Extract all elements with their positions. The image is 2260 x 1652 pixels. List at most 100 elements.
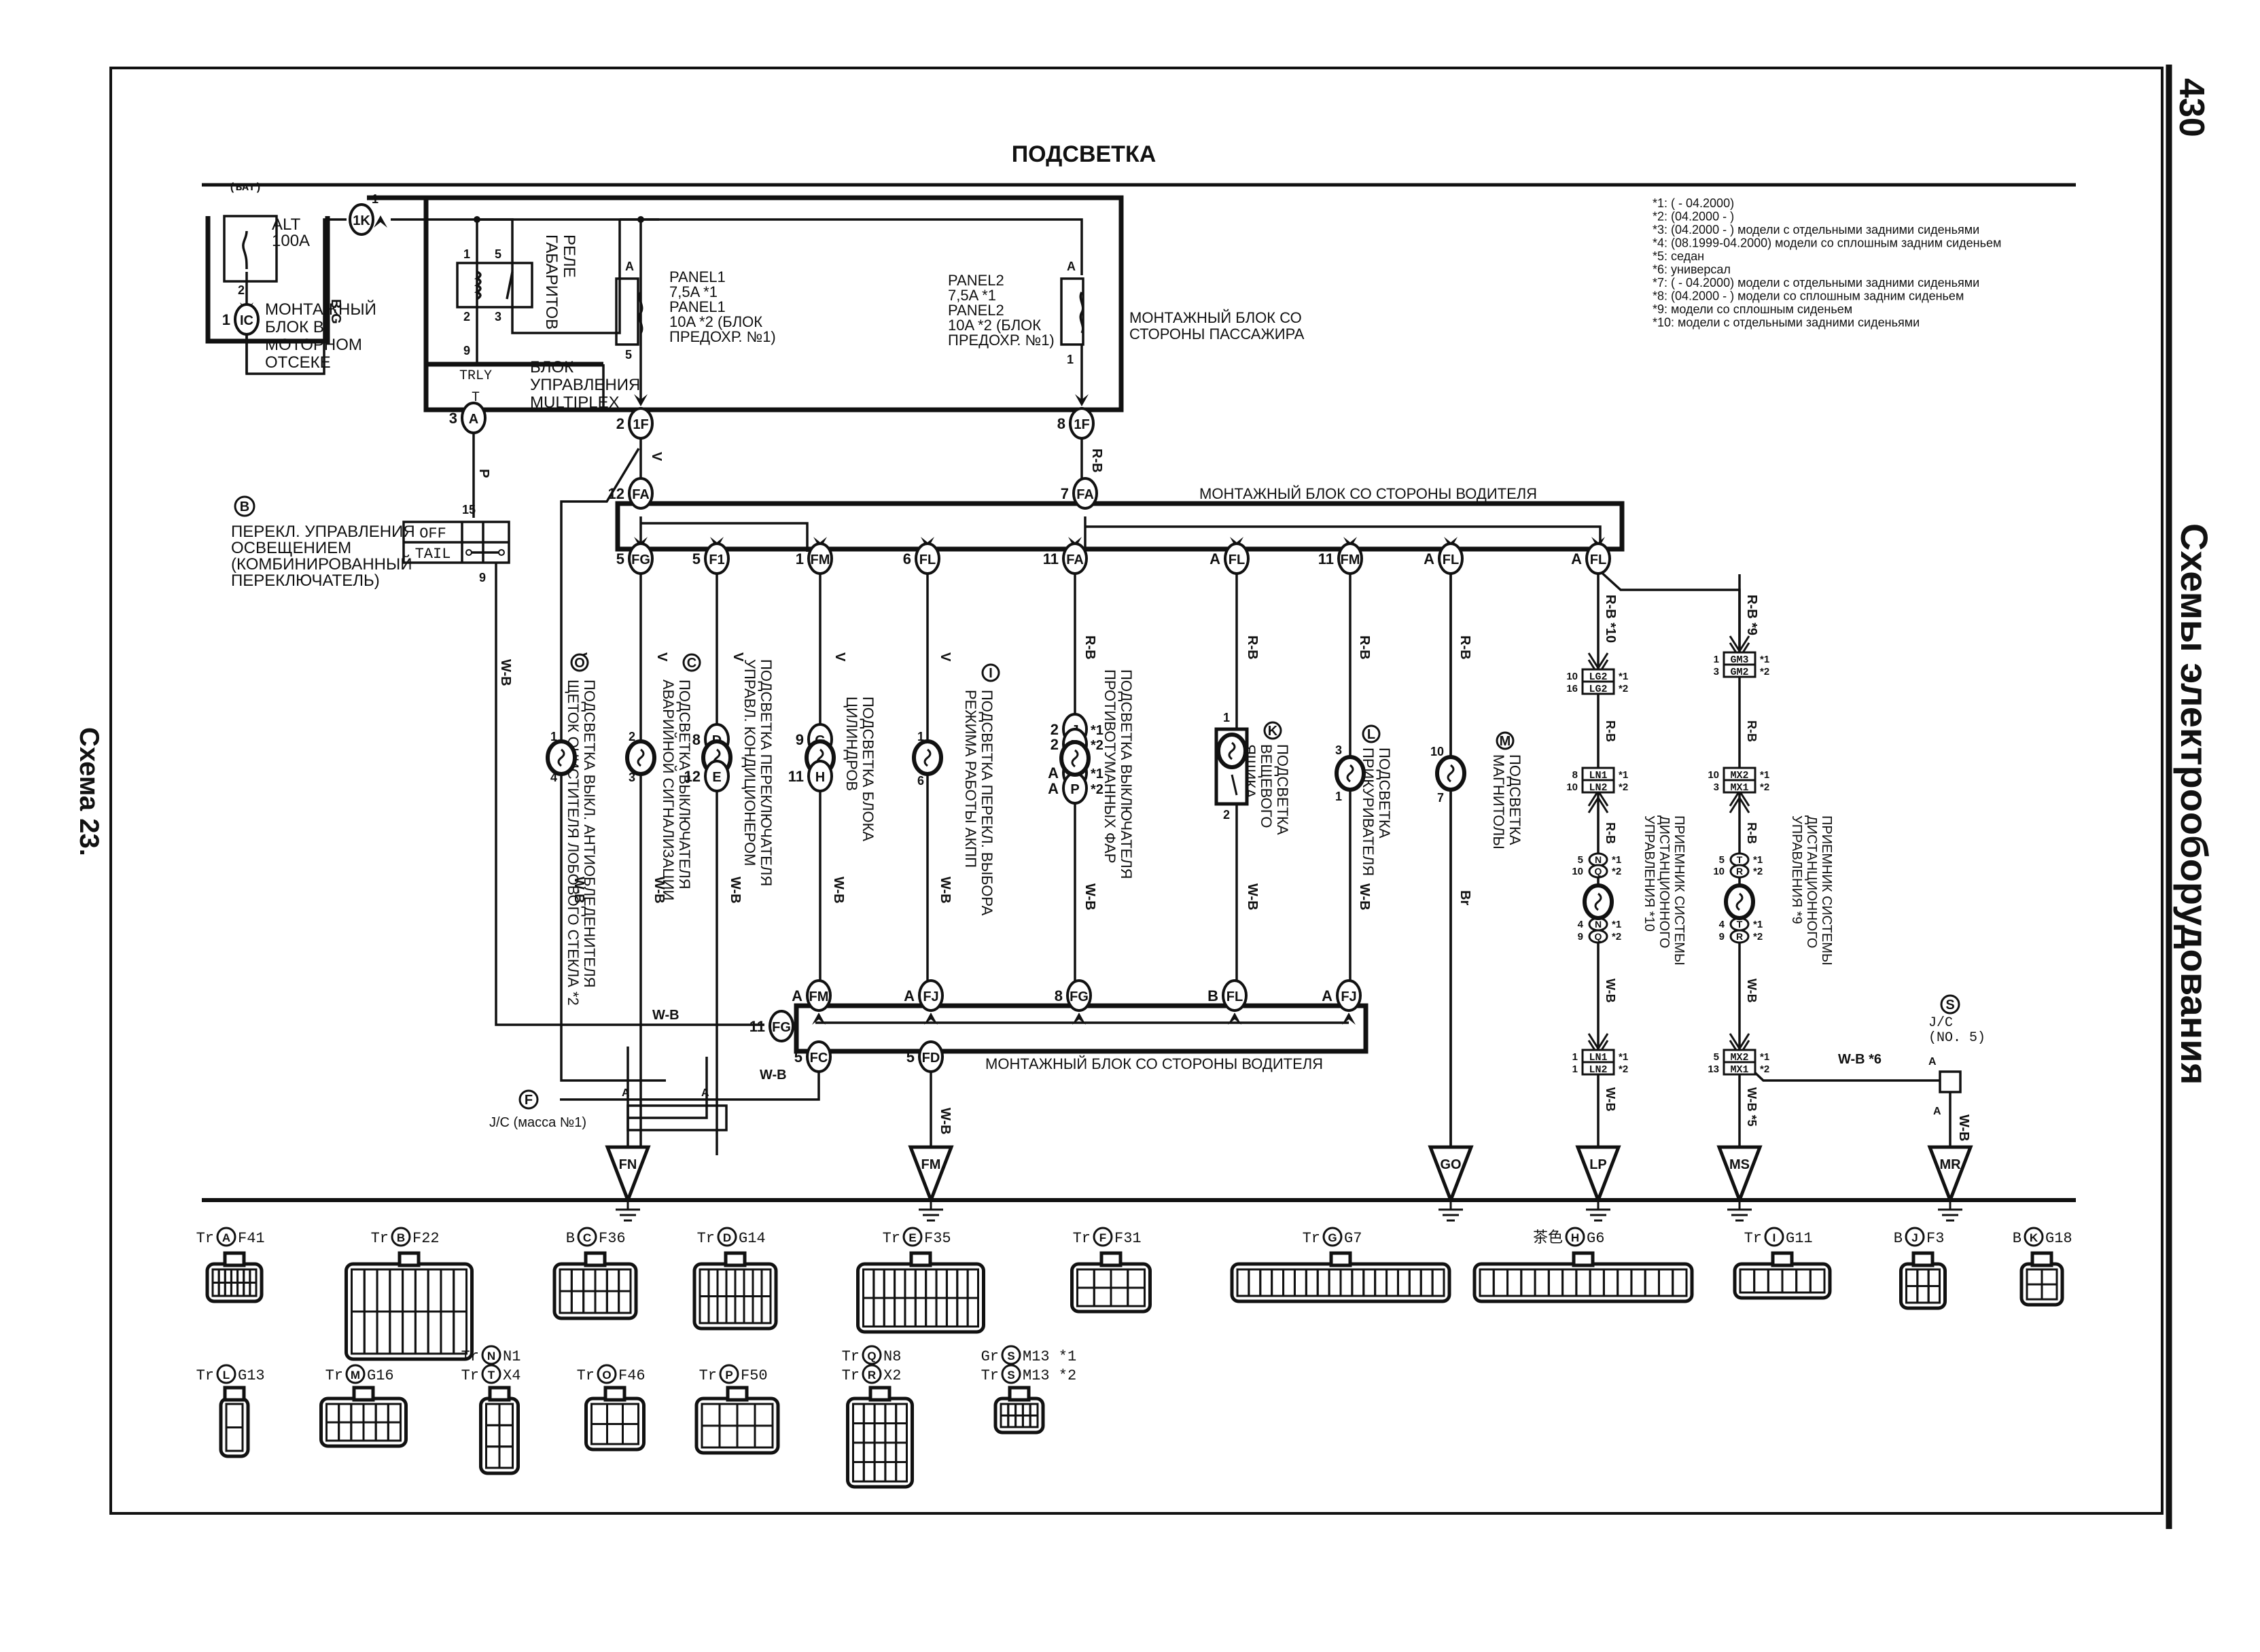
k1-connector [349, 203, 374, 236]
arrow-up-icon [812, 1013, 826, 1025]
connector-marker-letter: A [222, 1231, 230, 1244]
pin-number: 9 [796, 731, 804, 748]
connector-code: FL [1590, 552, 1606, 567]
pin-number: 11 [1318, 550, 1334, 567]
wiring [205, 195, 1962, 1155]
connector-marker [1093, 1227, 1113, 1247]
connector-latch [603, 1386, 626, 1402]
pin-number: A [1067, 260, 1076, 273]
pin-number: 13 [1708, 1064, 1719, 1075]
connector-latch [223, 1386, 246, 1402]
variant-mark: *1 [1619, 769, 1628, 781]
pin-number: 5 [495, 247, 501, 261]
pin-number: 9 [463, 344, 470, 357]
ground-code: FN [619, 1157, 637, 1172]
receiver-connector [1588, 929, 1608, 944]
connector-part-code: G7 [1344, 1230, 1362, 1247]
passenger-block-label: СТОРОНЫ ПАССАЖИРА [1129, 326, 1305, 342]
pin-number: 9 [1578, 931, 1583, 943]
pin-number: 5 [616, 550, 624, 567]
variant-mark: *2 [1612, 931, 1621, 943]
pin-number: 3 [1335, 743, 1342, 757]
connector-color: Tr [196, 1230, 214, 1247]
connector-color: Tr [196, 1367, 214, 1384]
component-marker [682, 653, 701, 672]
ground-code: MR [1939, 1157, 1961, 1172]
connector-code: P [1070, 782, 1079, 797]
connector-cavity [754, 1424, 774, 1449]
connector-latch [724, 1251, 747, 1267]
bat-label: (BAT) [229, 181, 262, 194]
footnote: *1: ( - 04.2000) [1653, 196, 1734, 210]
connector-marker [717, 1227, 737, 1247]
driver-input-connector [806, 979, 832, 1012]
lamp-filament [1228, 741, 1236, 760]
connector-code: LN1 [1589, 1052, 1607, 1064]
component-marker [1263, 721, 1282, 740]
driver-input-connector [1066, 979, 1092, 1012]
connector-marker-letter: M [351, 1369, 360, 1382]
pin-number: 7 [1437, 791, 1444, 805]
label: R-B [1082, 635, 1097, 660]
driver-output-connector [1585, 542, 1611, 575]
pin-number: 1 [222, 311, 230, 328]
connector-code: FG [631, 552, 650, 567]
pin-number: 11 [1043, 550, 1059, 567]
connector-cavity [2041, 1283, 2058, 1301]
lamp-filament [923, 748, 932, 767]
pin-number: A [1928, 1056, 1937, 1068]
connector-part-code: G16 [367, 1367, 394, 1384]
pin-number: 11 [788, 768, 804, 785]
connector-code: FG [772, 1020, 791, 1035]
connector-marker [719, 1364, 739, 1384]
jc5-label: (NO. 5) [1928, 1030, 1985, 1046]
wire-color: W-B [1604, 1087, 1617, 1112]
lamp-filament [1071, 749, 1079, 768]
sub-connector [704, 760, 730, 792]
connector-marker-letter: K [2030, 1231, 2038, 1244]
label: V [730, 652, 745, 662]
connector-color: Tr [461, 1367, 479, 1384]
connector-code: FA [1066, 552, 1084, 567]
arrow-up-icon [1228, 1013, 1241, 1025]
component-label: ПОДСВЕТКА ВЫКЛ. АНТИОБЛЕДЕНИТЕЛЯ [581, 680, 598, 987]
panel1-fuse-label: PANEL1 [669, 268, 726, 285]
connector-latch [584, 1251, 607, 1267]
component-label: ПОДСВЕТКА ПЕРЕКЛЮЧАТЕЛЯ [758, 659, 775, 886]
inline-connector [1723, 779, 1756, 794]
wire-color: B-G [328, 299, 343, 324]
switch-state-tail: TAIL [415, 546, 451, 563]
connector-marker-letter: L [223, 1369, 230, 1382]
multiplex-out-connector [461, 402, 487, 434]
lamp-filament [1735, 892, 1744, 911]
connector-marker-letter: O [602, 1369, 611, 1382]
pin-number: A [701, 1087, 709, 1099]
pin-number: 3 [629, 771, 635, 784]
wire-color: R-B [1604, 822, 1617, 844]
variant-mark: *2 [1753, 931, 1763, 943]
connector-code: FD [922, 1051, 940, 1066]
wire-color: W-B [652, 1008, 679, 1023]
driver-output-connector [704, 542, 730, 575]
connector-code: A [469, 412, 478, 427]
connector-marker [216, 1364, 236, 1384]
pin-number: 1 [796, 550, 804, 567]
connector-part-code: M13 *2 [1023, 1367, 1076, 1384]
pin-number: 6 [903, 550, 911, 567]
pin-number: 2 [238, 283, 245, 297]
pin-number: 5 [1714, 1051, 1719, 1063]
pin-number: 10 [1713, 866, 1725, 877]
connector-marker-letter: R [868, 1369, 876, 1382]
jc5-marker [1940, 994, 1960, 1015]
multiplex-label: БЛОК [530, 358, 573, 376]
fc-connector [806, 1040, 832, 1073]
component-label: РЕЖИМА РАБОТЫ АКПП [962, 690, 979, 868]
wire-color: W-B *6 [1838, 1052, 1882, 1067]
variant-mark: *1 [1091, 723, 1103, 738]
connector-latch [868, 1386, 891, 1402]
connector-code: FA [1076, 487, 1094, 502]
switch-contact [1231, 774, 1238, 796]
panel2-fuse-label: PANEL2 [948, 302, 1004, 319]
